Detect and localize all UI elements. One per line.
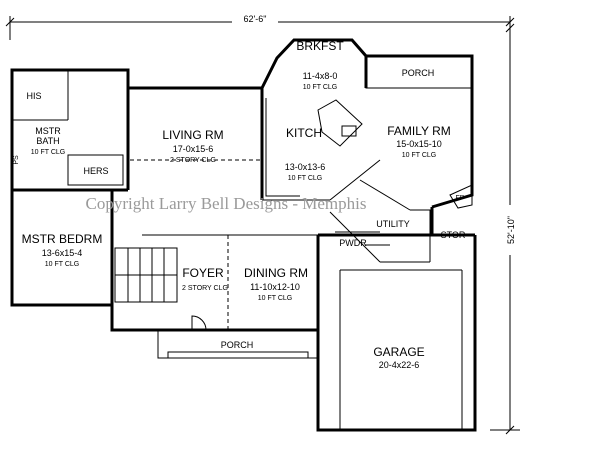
garage-door: [339, 269, 463, 430]
kitchen-counters: [265, 98, 363, 197]
copyright-watermark: Copyright Larry Bell Designs - Memphis: [86, 194, 367, 213]
interior-walls: [12, 70, 432, 305]
ps-name: PS: [13, 155, 20, 165]
ceiling-lines: [130, 159, 318, 331]
living-size: 17-0x15-6: [173, 144, 214, 154]
dining-ceiling: 10 FT CLG: [258, 295, 293, 302]
mstr-bath-name-2: BATH: [36, 136, 59, 146]
front-door: [191, 315, 207, 331]
utility-name: UTILITY: [376, 219, 410, 229]
fireplace: [449, 184, 473, 209]
foyer-ceiling: 2 STORY CLG: [182, 285, 228, 292]
kitch-size: 13-0x13-6: [285, 162, 326, 172]
dining-size: 11-10x12-10: [250, 282, 300, 292]
living-name: LIVING RM: [162, 128, 223, 142]
mstr-bath-name-1: MSTR: [35, 126, 61, 136]
pwdr-name: PWDR: [339, 238, 367, 248]
garage-size: 20-4x22-6: [379, 360, 420, 370]
depth-dimension-label: 52'-10": [506, 216, 516, 244]
fp-name: FP: [456, 195, 465, 202]
brkfst-ceiling: 10 FT CLG: [303, 84, 338, 91]
family-size: 15-0x15-10: [396, 139, 442, 149]
width-dimension-label: 62'-6": [244, 14, 267, 24]
dining-name: DINING RM: [244, 266, 308, 280]
kitch-name: KITCH: [286, 126, 322, 140]
porch-top-name: PORCH: [402, 68, 435, 78]
brkfst-name: BRKFST: [296, 39, 344, 53]
his-name: HIS: [26, 91, 41, 101]
family-name: FAMILY RM: [387, 124, 451, 138]
mstr-bedrm-ceiling: 10 FT CLG: [45, 261, 80, 268]
family-ceiling: 10 FT CLG: [402, 152, 437, 159]
brkfst-size: 11-4x8-0: [303, 71, 338, 81]
living-ceiling: 2 STORY CLG: [170, 157, 216, 164]
top-porch: [365, 55, 473, 89]
foyer-name: FOYER: [182, 266, 224, 280]
porch-front-name: PORCH: [221, 340, 254, 350]
mstr-bedrm-name: MSTR BEDRM: [22, 232, 103, 246]
mstr-bedrm-size: 13-6x15-4: [42, 248, 83, 258]
hers-name: HERS: [83, 166, 108, 176]
staircase: [114, 247, 178, 303]
mstr-bath-ceiling: 10 FT CLG: [31, 149, 66, 156]
kitch-ceiling: 10 FT CLG: [288, 175, 323, 182]
stor-name: STOR: [441, 230, 466, 240]
garage-name: GARAGE: [373, 345, 424, 359]
